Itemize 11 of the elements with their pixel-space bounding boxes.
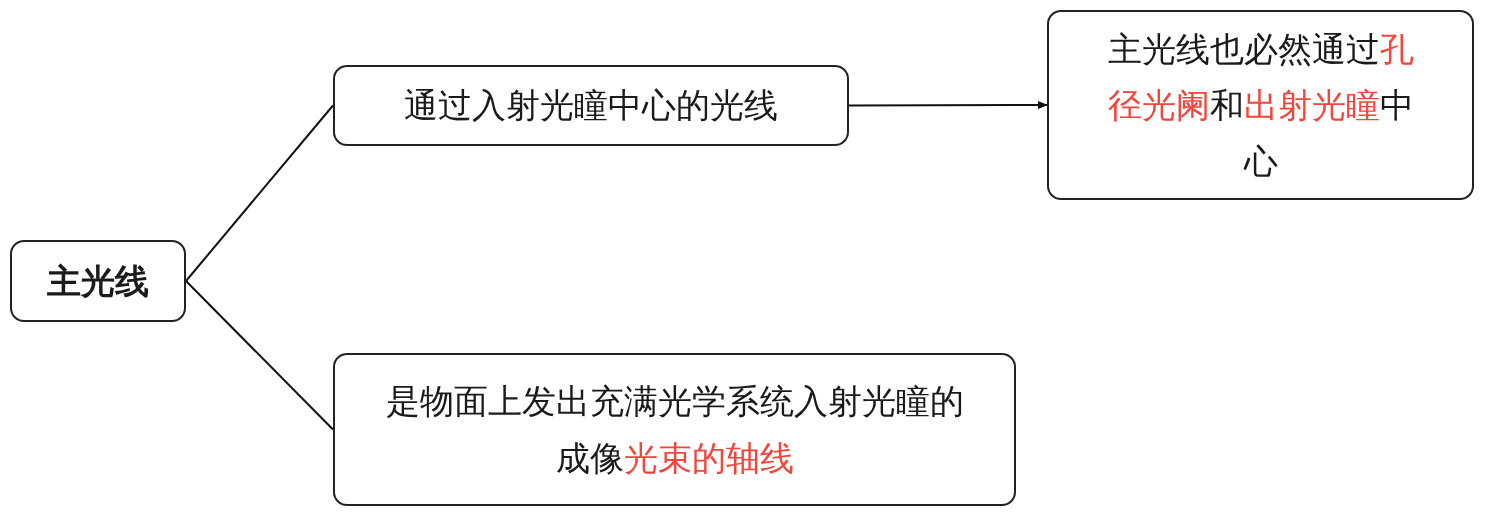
rounded-box [1047, 10, 1474, 200]
rounded-box [333, 353, 1016, 506]
node-text: 主光线 [47, 259, 149, 303]
connector-line [185, 280, 334, 431]
node-text: 主光线也必然通过孔径光阑和出射光瞳中心 [1106, 27, 1415, 184]
rounded-box [10, 240, 186, 322]
arrow [848, 101, 1048, 109]
connector-line [185, 104, 334, 282]
rounded-box [333, 65, 849, 146]
node-text: 通过入射光瞳中心的光线 [404, 84, 778, 128]
node-text: 是物面上发出充满光学系统入射光瞳的成像光束的轴线 [384, 380, 965, 480]
